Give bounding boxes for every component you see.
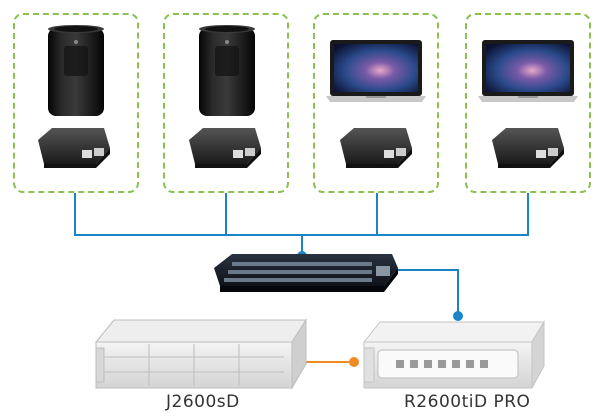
thunderbolt-adapter-icon [340, 128, 412, 168]
network-links [74, 193, 529, 316]
client-box-2 [163, 13, 289, 193]
thunderbolt-adapter-icon [492, 128, 564, 168]
expansion-chassis-label: J2600sD [166, 392, 240, 412]
client-box-3 [313, 13, 439, 193]
mac-pro-icon [199, 25, 255, 116]
client-box-1 [13, 13, 139, 193]
expansion-chassis-icon [94, 318, 307, 390]
mac-pro-icon [48, 25, 104, 116]
network-switch-icon [214, 254, 398, 292]
macbook-pro-icon [478, 40, 578, 102]
macbook-pro-icon [326, 40, 426, 102]
thunderbolt-adapter-icon [38, 128, 110, 168]
raid-sas-port-dot [349, 357, 359, 367]
raid-port-dot [453, 311, 463, 321]
client-box-4 [465, 13, 591, 193]
raid-chassis-label: R2600tiD PRO [404, 392, 531, 412]
thunderbolt-adapter-icon [189, 128, 261, 168]
raid-chassis-icon [362, 320, 545, 389]
